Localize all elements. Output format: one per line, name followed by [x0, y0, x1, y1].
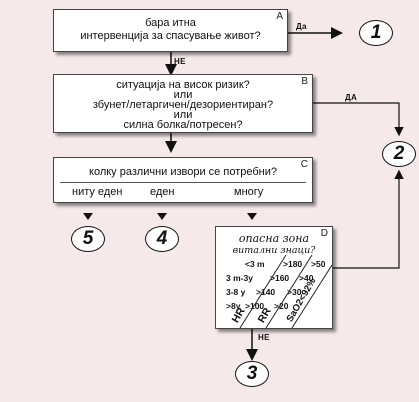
box-b-line5: силна болка/потресен? — [123, 119, 243, 131]
label-no-d: НЕ — [258, 333, 270, 342]
box-b-line2: или — [173, 89, 193, 101]
label-yes-a: Да — [296, 22, 307, 31]
outcome-circle-2: 2 — [382, 141, 416, 167]
decision-box-a: A бара итна интервенција за спасување жи… — [53, 9, 288, 52]
vitals-age: <3 m — [245, 259, 265, 269]
box-c-divider — [60, 182, 306, 183]
arrow-d-yes — [333, 169, 404, 269]
box-c-question: колку различни извори се потребни? — [89, 166, 277, 178]
arrow-b-yes — [313, 102, 404, 137]
label-no-a: НЕ — [174, 57, 186, 66]
decision-box-d: D опасна зона витални знаци? <3 m >180 >… — [215, 226, 333, 329]
box-b-line4: или — [173, 109, 193, 121]
box-letter: B — [301, 76, 308, 87]
outcome-circle-1: 1 — [359, 20, 393, 46]
vitals-hr: >160 — [270, 273, 290, 283]
vitals-diagonals — [239, 254, 333, 329]
vitals-rr: >30 — [287, 287, 302, 297]
box-letter: C — [300, 159, 308, 170]
vitals-hr: >180 — [283, 259, 303, 269]
vitals-hr: >100 — [245, 301, 265, 311]
box-a-line2: интервенција за спасување живот? — [80, 30, 261, 42]
arrow-c-many — [247, 213, 257, 220]
box-letter: A — [276, 11, 283, 22]
vitals-age: >8y — [226, 301, 241, 311]
vitals-age: 3 m-3y — [226, 273, 253, 283]
decision-box-b: B ситуација на висок ризик? или збунет/л… — [53, 74, 313, 133]
decision-box-c: C колку различни извори се потребни? нит… — [53, 157, 313, 203]
box-b-line3: збунет/летаргичен/дезориентиран? — [92, 99, 274, 111]
outcome-circle-4: 4 — [145, 226, 179, 252]
arrow-c-one — [157, 213, 167, 220]
box-c-option-none: ниту еден — [72, 186, 123, 198]
label-yes-b: ДА — [345, 93, 358, 102]
vitals-rr: >20 — [274, 301, 289, 311]
box-letter: D — [320, 228, 328, 239]
arrow-c-none — [83, 213, 93, 220]
box-c-option-many: многу — [234, 186, 264, 198]
vitals-rr: >50 — [311, 259, 326, 269]
outcome-circle-3: 3 — [235, 361, 269, 387]
outcome-circle-5: 5 — [71, 226, 105, 252]
vitals-hr: >140 — [256, 287, 276, 297]
box-d-title: опасна зона — [238, 232, 310, 245]
box-a-line1: бара итна — [145, 17, 196, 29]
vitals-age: 3-8 y — [226, 287, 246, 297]
box-d-subtitle: витални знаци? — [232, 245, 316, 256]
box-b-line1: ситуација на висок ризик? — [116, 79, 250, 91]
vitals-rr: >40 — [299, 273, 314, 283]
box-c-option-one: еден — [150, 186, 175, 198]
